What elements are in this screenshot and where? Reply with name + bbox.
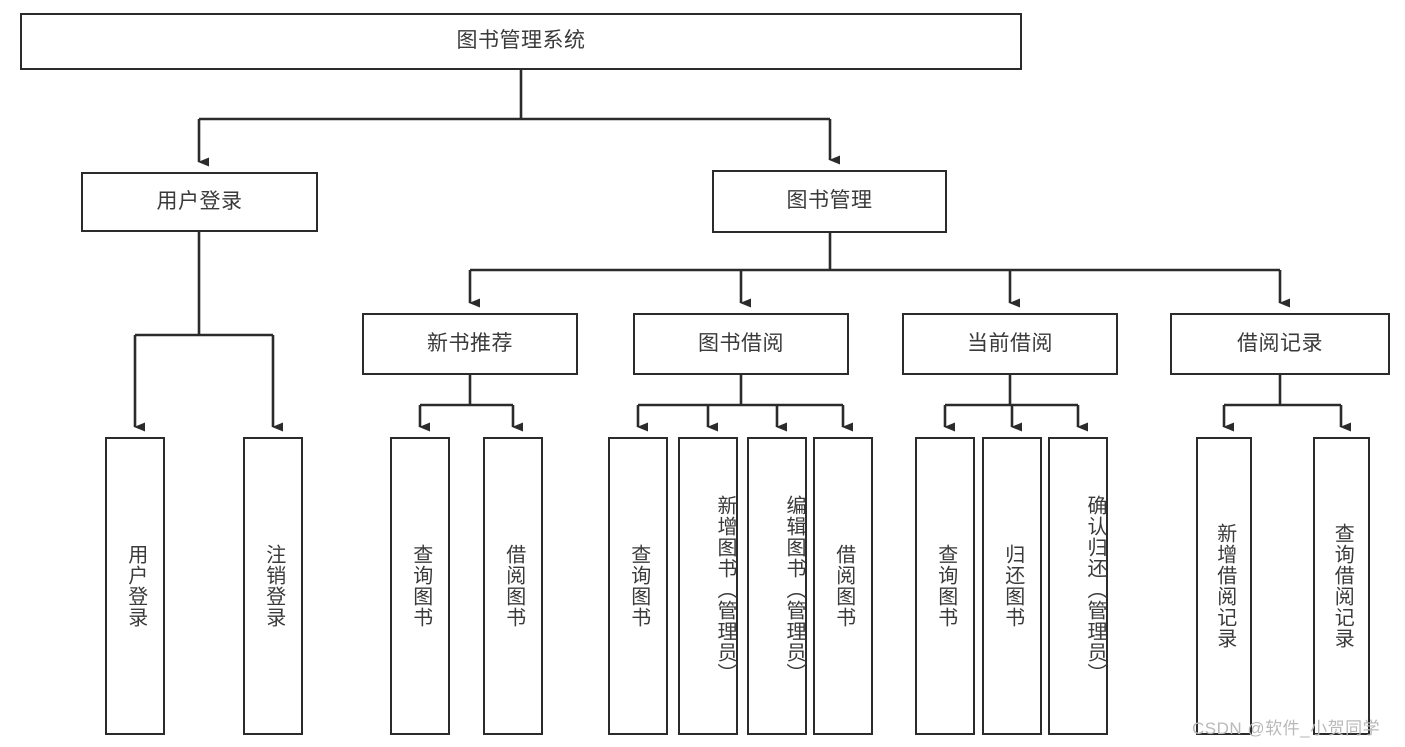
leaf-bb-borrow-book[interactable]: 借阅图书 (813, 437, 873, 735)
leaf-br-add-record[interactable]: 新增借阅记录 (1196, 437, 1252, 735)
leaf-bb-add-book-admin[interactable]: 新增图书（管理员） (678, 437, 738, 735)
node-current-borrow[interactable]: 当前借阅 (902, 313, 1118, 375)
node-new-book-recommend[interactable]: 新书推荐 (362, 313, 578, 375)
leaf-br-query-record[interactable]: 查询借阅记录 (1313, 437, 1370, 735)
leaf-user-logout-action[interactable]: 注销登录 (243, 437, 303, 735)
node-book-management[interactable]: 图书管理 (712, 170, 947, 233)
leaf-cb-query-book[interactable]: 查询图书 (915, 437, 975, 735)
node-user-login[interactable]: 用户登录 (81, 172, 318, 232)
leaf-cb-return-book[interactable]: 归还图书 (982, 437, 1042, 735)
leaf-cb-confirm-return-admin[interactable]: 确认归还（管理员） (1048, 437, 1108, 735)
node-root-book-management-system[interactable]: 图书管理系统 (20, 13, 1022, 70)
node-borrow-record[interactable]: 借阅记录 (1170, 313, 1390, 375)
leaf-bb-query-book[interactable]: 查询图书 (608, 437, 668, 735)
node-book-borrow[interactable]: 图书借阅 (633, 313, 849, 375)
leaf-nbr-query-book[interactable]: 查询图书 (390, 437, 450, 735)
leaf-user-login-action[interactable]: 用户登录 (105, 437, 165, 735)
leaf-nbr-borrow-book[interactable]: 借阅图书 (483, 437, 543, 735)
leaf-bb-edit-book-admin[interactable]: 编辑图书（管理员） (747, 437, 807, 735)
watermark-credit: CSDN @软件_小贺同学 (1192, 719, 1381, 738)
